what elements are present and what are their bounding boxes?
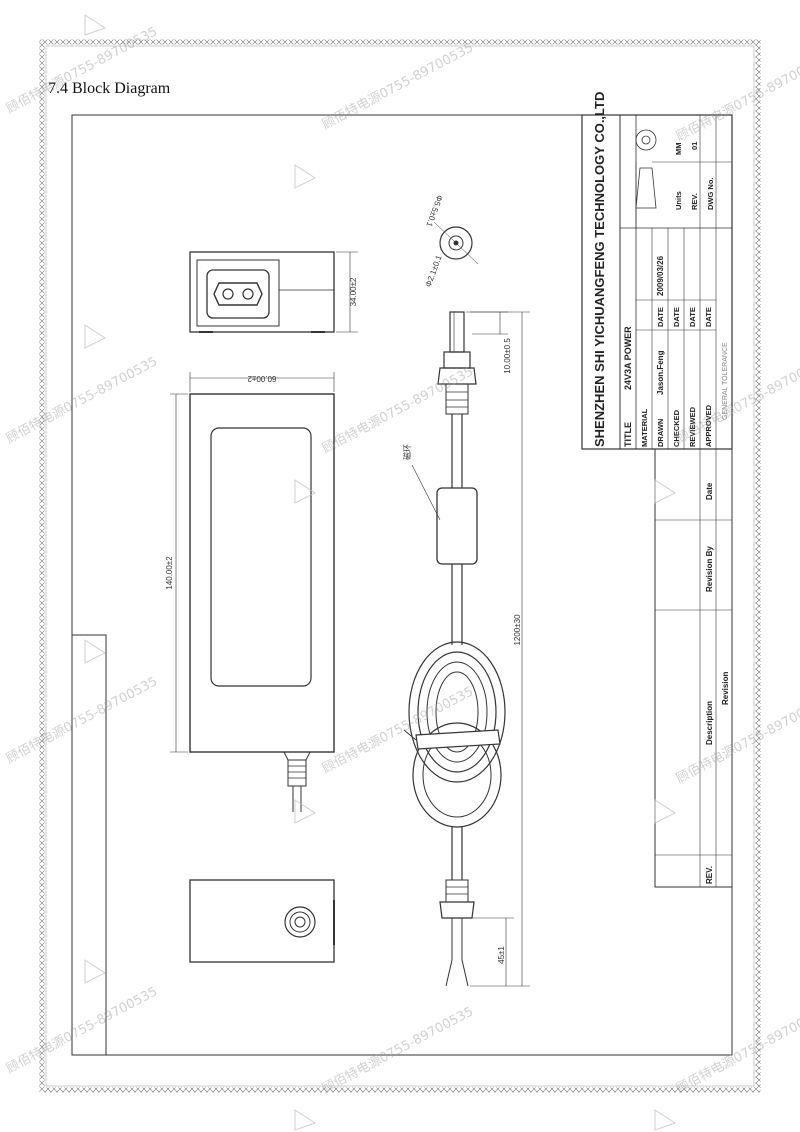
revision-block [654, 448, 733, 888]
dim-plug-inner-label: Φ2.1±0.1 [424, 254, 444, 289]
plug-end-view [433, 221, 479, 265]
dim-cable-length-label: 1200±30 [513, 614, 522, 646]
drawn-label: DRAWN [656, 419, 665, 447]
units-value: MM [674, 143, 683, 156]
page-border-inner [45, 45, 755, 1087]
drawn-date-label: DATE [656, 307, 665, 327]
checked-date-label: DATE [672, 307, 681, 327]
rev-value: 01 [690, 142, 699, 150]
dim-wire-strip-label: 45±1 [497, 946, 506, 964]
drawn-date-value: 2009/03/26 [656, 255, 665, 296]
reviewed-date-label: DATE [688, 307, 697, 327]
adapter-end-view [189, 251, 335, 333]
left-strip [71, 634, 107, 1056]
revision-rev-label: REV. [705, 866, 714, 884]
dim-adapter-height-label: 34.00±2 [349, 277, 358, 306]
drawn-value: Jason.Feng [656, 350, 665, 395]
adapter-end-view-dc [189, 879, 335, 963]
ferrite-label: 磁环 [402, 444, 412, 460]
tolerance-label: GENERAL TOLERANCE [722, 342, 729, 420]
material-label: MATERIAL [640, 408, 649, 447]
approved-label: APPROVED [704, 404, 713, 447]
dwg-label: DWG No. [706, 178, 715, 211]
dim-wire-strip [470, 917, 514, 986]
dim-adapter-width [189, 372, 335, 392]
dim-adapter-length [170, 393, 188, 753]
title-block [581, 114, 733, 450]
dim-adapter-length-label: 140.00±2 [165, 556, 174, 590]
dim-adapter-height [336, 251, 358, 333]
approved-date-label: DATE [704, 307, 713, 327]
dim-cable-length [470, 311, 530, 987]
dim-plug-length-label: 10.00±0.5 [503, 338, 512, 374]
revision-by-label: Revision By [705, 546, 714, 592]
revision-description-label: Description [705, 701, 714, 745]
section-heading: 7.4 Block Diagram [48, 80, 171, 97]
reviewed-label: REVIEWED [688, 406, 697, 447]
dim-adapter-width-label: 60.00±2 [247, 374, 276, 383]
title-company: SHENZHEN SHI YICHUANGFENG TECHNOLOGY CO.… [592, 92, 607, 447]
checked-label: CHECKED [672, 409, 681, 447]
rev-label: REV. [690, 193, 699, 210]
dc-cable [403, 414, 506, 987]
dc-plug [437, 311, 477, 415]
title-label: TITLE [623, 422, 633, 447]
adapter-body [189, 393, 335, 812]
title-value: 24V3A POWER [623, 326, 633, 390]
dim-plug-length [466, 311, 508, 335]
dim-plug-outer-label: Φ5.5±0.1 [424, 194, 444, 229]
watermark-triangles [84, 14, 677, 1131]
revision-date-label: Date [705, 482, 714, 500]
page-border [39, 39, 761, 1093]
units-label: Units [674, 191, 683, 210]
revision-revision-label: Revision [721, 672, 730, 705]
